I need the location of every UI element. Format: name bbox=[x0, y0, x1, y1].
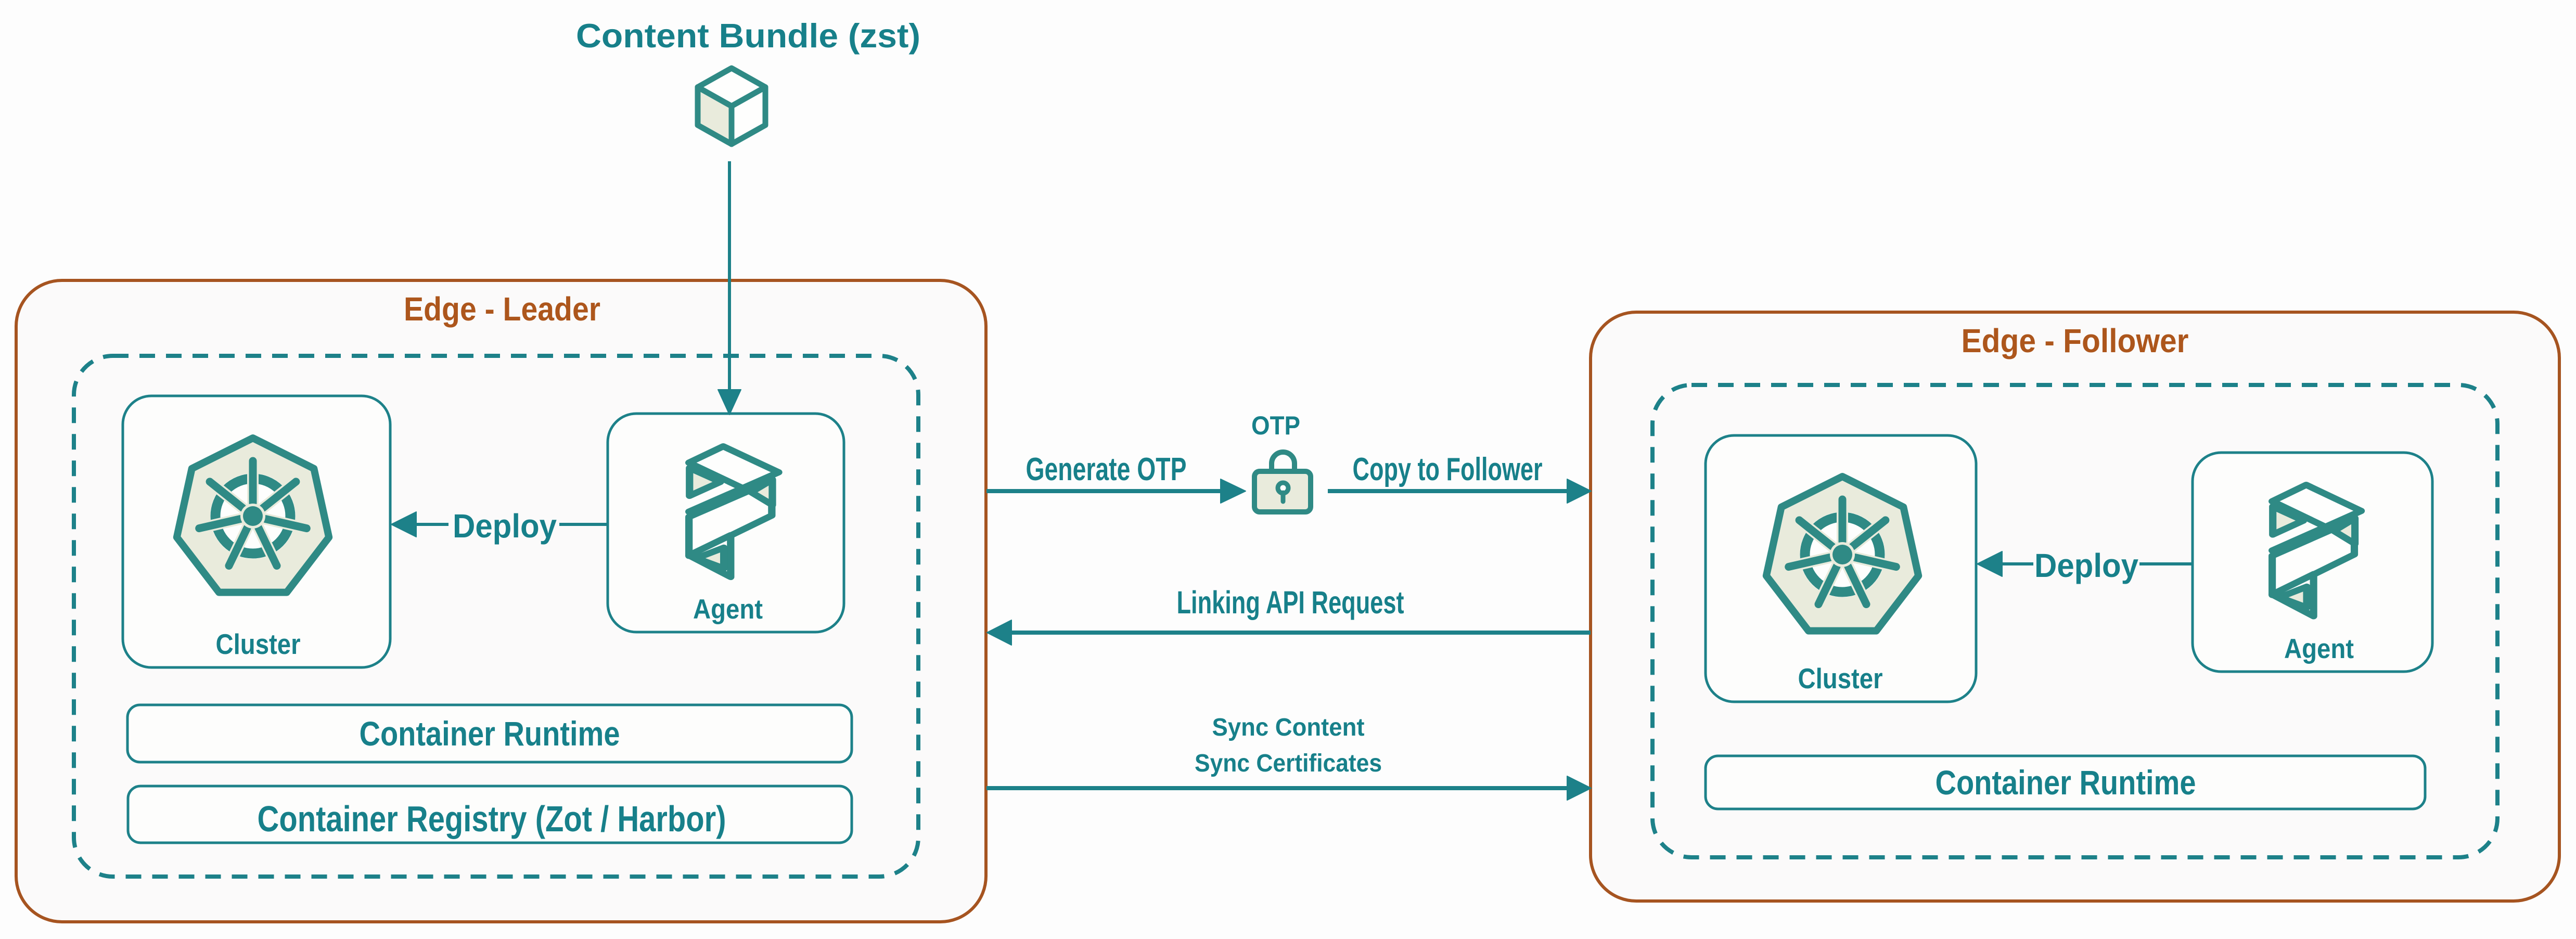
svg-text:Container Registry (Zot / Harb: Container Registry (Zot / Harbor) bbox=[258, 799, 726, 839]
svg-text:Sync Certificates: Sync Certificates bbox=[1195, 750, 1382, 777]
svg-text:Deploy: Deploy bbox=[453, 507, 557, 545]
svg-text:Edge - Follower: Edge - Follower bbox=[1962, 322, 2189, 359]
svg-text:Container Runtime: Container Runtime bbox=[360, 714, 620, 753]
svg-text:OTP: OTP bbox=[1251, 411, 1300, 440]
svg-text:Agent: Agent bbox=[2284, 634, 2354, 664]
svg-text:Generate OTP: Generate OTP bbox=[1026, 452, 1187, 487]
svg-text:Container Runtime: Container Runtime bbox=[1936, 763, 2196, 802]
svg-text:Edge - Leader: Edge - Leader bbox=[404, 290, 600, 328]
svg-text:Agent: Agent bbox=[693, 594, 763, 625]
svg-text:Cluster: Cluster bbox=[216, 628, 301, 660]
svg-text:Cluster: Cluster bbox=[1798, 662, 1883, 694]
svg-text:Deploy: Deploy bbox=[2034, 547, 2138, 584]
svg-text:Copy to Follower: Copy to Follower bbox=[1353, 452, 1543, 487]
svg-text:Sync Content: Sync Content bbox=[1212, 714, 1365, 741]
svg-text:Linking API Request: Linking API Request bbox=[1177, 585, 1404, 620]
svg-text:Content Bundle (zst): Content Bundle (zst) bbox=[576, 17, 920, 55]
